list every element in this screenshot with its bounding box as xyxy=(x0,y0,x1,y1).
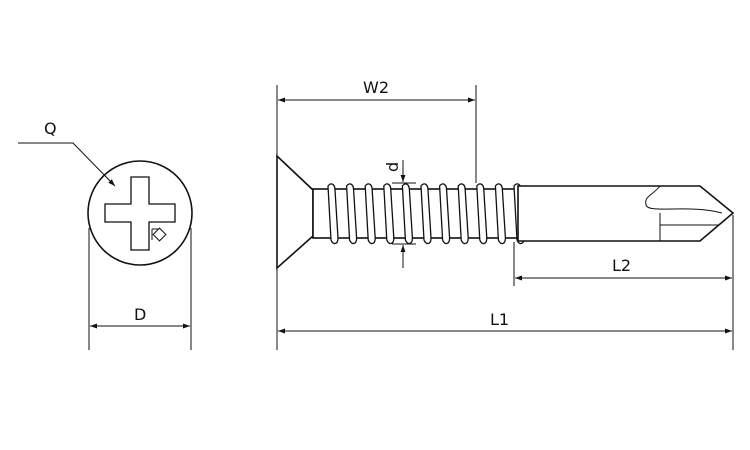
thread-crest xyxy=(383,183,395,245)
label-d-upper: D xyxy=(134,305,146,324)
thread-crest xyxy=(327,183,339,245)
q-leader xyxy=(18,142,116,187)
label-q: Q xyxy=(44,119,57,138)
screw-side-view xyxy=(276,154,735,270)
thread-crest xyxy=(476,183,488,245)
thread-crest xyxy=(438,183,451,245)
recess-mark-icon xyxy=(151,227,167,242)
thread-crest xyxy=(457,183,469,245)
thread-crest xyxy=(401,183,414,245)
label-d-lower: d xyxy=(383,162,402,172)
label-w2: W2 xyxy=(363,78,389,97)
thread-crest xyxy=(345,183,358,245)
drill-shank xyxy=(517,185,735,242)
label-l1: L1 xyxy=(490,310,509,329)
drill-flute xyxy=(645,185,723,241)
head-top-view: Q D xyxy=(18,119,193,350)
phillips-cross-icon xyxy=(104,176,176,251)
screw-head xyxy=(276,154,314,270)
thread-crest xyxy=(364,183,376,245)
thread-crest xyxy=(494,183,507,245)
head-circle xyxy=(87,160,193,266)
thread-core xyxy=(312,188,519,239)
label-l2: L2 xyxy=(612,256,631,275)
thread-crest xyxy=(420,183,432,245)
